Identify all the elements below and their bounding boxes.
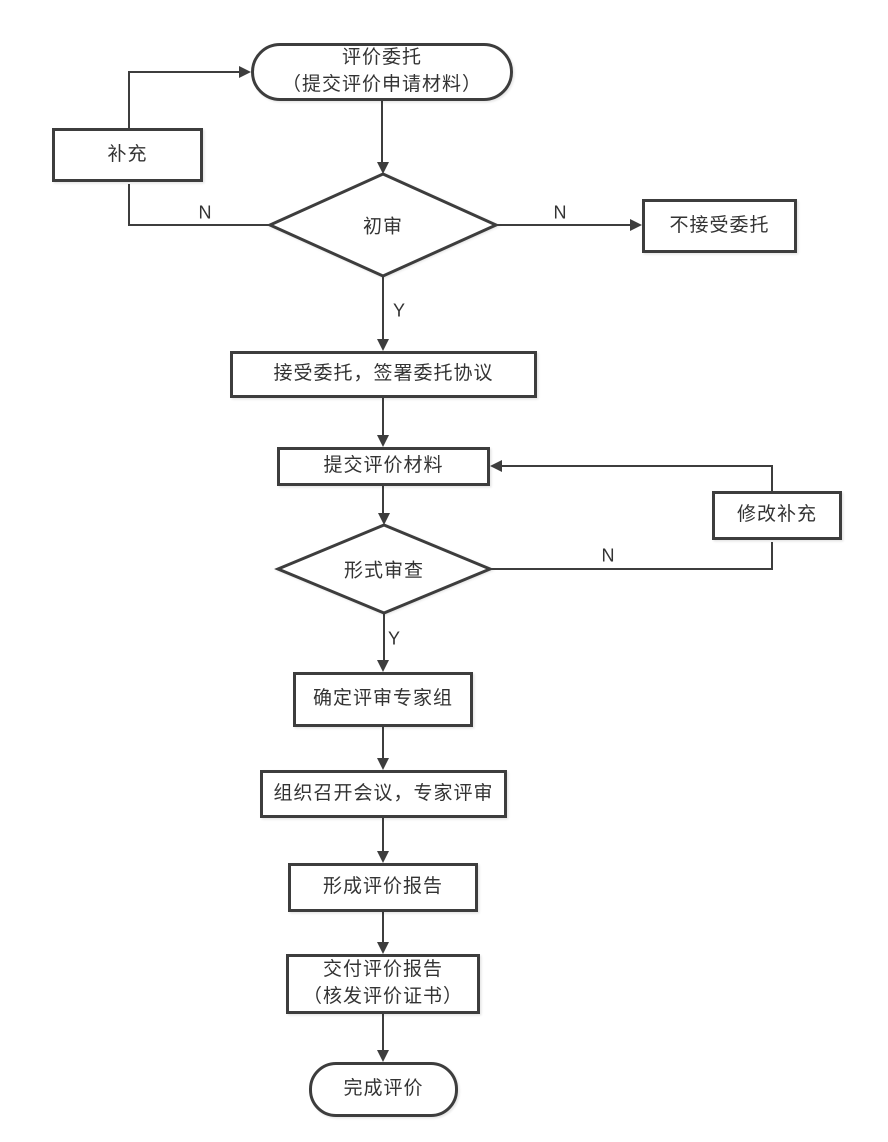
node-formal-review-label: 形式审查 (343, 560, 425, 582)
diamond-formal-review (274, 523, 494, 615)
connector-supplement-to-start (128, 71, 241, 128)
arrowhead (377, 851, 389, 863)
edge-label-initial-no-right: N (553, 202, 567, 223)
edge-label-initial-yes: Y (392, 300, 406, 321)
node-expert-group-label: 确定评审专家组 (312, 688, 453, 710)
node-submit-materials-label: 提交评价材料 (323, 455, 444, 477)
arrowhead (377, 339, 389, 351)
node-start: 评价委托 （提交评价申请材料） (251, 43, 513, 101)
node-start-line2: （提交评价申请材料） (281, 74, 482, 95)
node-supplement: 补充 (52, 128, 203, 182)
arrowhead (490, 460, 502, 472)
connector-modify-to-submit (496, 465, 773, 491)
connector-formal-to-modify (490, 542, 773, 570)
node-report: 形成评价报告 (288, 863, 478, 912)
node-modify-supplement-label: 修改补充 (736, 504, 817, 526)
node-deliver-line1: 交付评价报告 (322, 959, 443, 981)
node-accept: 接受委托，签署委托协议 (230, 351, 537, 398)
diamond-initial-review (266, 172, 500, 278)
node-supplement-label: 补充 (107, 143, 148, 165)
arrowhead (377, 660, 389, 672)
node-initial-review-label: 初审 (362, 216, 404, 238)
node-reject: 不接受委托 (642, 199, 797, 253)
node-end-label: 完成评价 (343, 1078, 424, 1100)
node-deliver: 交付评价报告 （核发评价证书） (286, 954, 480, 1014)
node-meeting-label: 组织召开会议，专家评审 (273, 782, 494, 804)
arrowhead (378, 513, 390, 525)
arrowhead (377, 942, 389, 954)
arrowhead (630, 219, 642, 231)
edge-label-formal-no: N (601, 545, 615, 566)
node-meeting: 组织召开会议，专家评审 (260, 770, 507, 818)
edge-label-initial-no-left: N (198, 202, 212, 223)
arrowhead (377, 758, 389, 770)
node-modify-supplement: 修改补充 (712, 491, 842, 540)
node-end: 完成评价 (309, 1062, 458, 1117)
connector-initial-to-supplement (128, 184, 270, 226)
arrowhead (377, 435, 389, 447)
node-submit-materials: 提交评价材料 (277, 447, 490, 486)
edge-label-formal-yes: Y (387, 628, 401, 649)
arrowhead (377, 162, 389, 174)
node-reject-label: 不接受委托 (669, 214, 770, 236)
node-start-line1: 评价委托 (341, 47, 422, 69)
arrowhead (377, 1050, 389, 1062)
node-expert-group: 确定评审专家组 (293, 672, 473, 727)
node-accept-label: 接受委托，签署委托协议 (273, 363, 494, 385)
arrowhead (239, 66, 251, 78)
node-deliver-line2: （核发评价证书） (302, 986, 463, 1007)
node-report-label: 形成评价报告 (322, 876, 443, 898)
